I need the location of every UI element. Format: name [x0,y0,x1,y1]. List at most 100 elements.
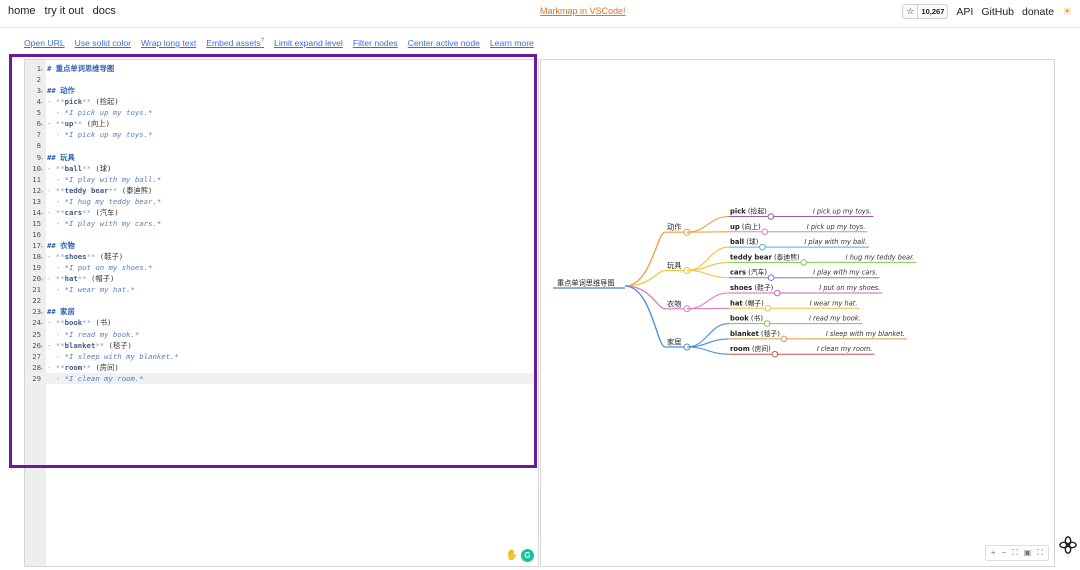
grammarly-icon[interactable]: G [521,549,534,562]
fold-chevron-icon[interactable]: ⌄ [40,341,44,349]
editor-line[interactable]: 6⌄- **up** (向上) [25,118,538,129]
center-node-button[interactable]: Center active node [407,38,480,48]
zoom-out-button[interactable]: − [1001,548,1007,557]
leaf-sentence[interactable]: I put on my shoes. [819,284,880,292]
leaf-sentence[interactable]: I pick up my toys. [813,208,872,216]
assistant-flower-icon[interactable] [1059,536,1077,554]
fullscreen-button[interactable]: ⛶ [1037,548,1043,557]
leaf-sentence[interactable]: I sleep with my blanket. [826,330,905,338]
editor-line[interactable]: 24⌄- **book** (书) [25,317,538,328]
editor-line[interactable]: 10⌄- **ball** (球) [25,163,538,174]
editor-line[interactable]: 29 - *I clean my room.* [25,372,538,384]
editor-line[interactable]: 27 - *I sleep with my blanket.* [25,351,538,362]
leaf-sentence[interactable]: I wear my hat. [810,299,858,307]
leaf-word[interactable]: shoes (鞋子) [730,283,774,292]
fold-chevron-icon[interactable]: ⌄ [40,153,44,161]
vscode-promo-link[interactable]: Markmap in VSCode! [540,6,626,16]
solid-color-toggle[interactable]: Use solid color [74,38,131,48]
editor-line[interactable]: 9⌄## 玩具 [25,152,538,163]
fold-chevron-icon[interactable]: ⌄ [40,308,44,316]
embed-assets-toggle[interactable]: Embed assets? [206,38,264,48]
mindmap-preview[interactable]: 重点单词思维导图 动作 pick (捡起) I pick up my toys. up … [540,59,1055,567]
editor-line[interactable]: 7 - *I pick up my toys.* [25,129,538,140]
editor-line[interactable]: 15 - *I play with my cars.* [25,218,538,229]
editor-line[interactable]: 14⌄- **cars** (汽车) [25,207,538,218]
editor-line[interactable]: 5 - *I pick up my toys.* [25,107,538,118]
leaf-word[interactable]: hat (帽子) [730,298,764,307]
theme-toggle-icon[interactable]: ☀ [1062,6,1072,18]
mindmap-group-label[interactable]: 衣物 [667,299,681,308]
editor-line[interactable]: 22 [25,295,538,306]
editor-line[interactable]: 16 [25,229,538,240]
leaf-sentence[interactable]: I clean my room. [817,345,873,353]
fold-chevron-icon[interactable]: ⌄ [40,363,44,371]
fold-chevron-icon[interactable]: ⌄ [40,253,44,261]
editor-line[interactable]: 26⌄- **blanket** (毯子) [25,340,538,351]
leaf-node-circle[interactable] [767,213,775,220]
editor-line[interactable]: 25 - *I read my book.* [25,329,538,340]
nav-home-link[interactable]: home [8,5,36,17]
fold-chevron-icon[interactable]: ⌄ [40,319,44,327]
open-url-button[interactable]: Open URL [24,38,65,48]
mindmap-svg[interactable]: 重点单词思维导图 动作 pick (捡起) I pick up my toys. up … [541,60,1056,568]
mindmap-group-label[interactable]: 家居 [667,338,681,347]
fold-chevron-icon[interactable]: ⌄ [40,87,44,95]
editor-line[interactable]: 13 - *I hug my teddy bear.* [25,196,538,207]
editor-line[interactable]: 12⌄- **teddy bear** (泰迪熊) [25,185,538,196]
leaf-word[interactable]: cars (汽车) [730,268,767,277]
leaf-word[interactable]: blanket (毯子) [730,329,780,338]
leaf-node-circle[interactable] [771,350,779,358]
leaf-word[interactable]: room (房间) [730,344,771,353]
mindmap-group-label[interactable]: 动作 [667,223,681,232]
leaf-node-circle[interactable] [759,243,766,251]
toggle-button[interactable]: ▣ [1023,548,1032,557]
editor-line[interactable]: 4⌄- **pick** (捡起) [25,96,538,107]
leaf-node-circle[interactable] [763,320,771,327]
leaf-node-circle[interactable] [780,335,788,343]
leaf-node-circle[interactable] [767,274,775,281]
editor-line[interactable]: 17⌄## 衣物 [25,240,538,251]
leaf-word[interactable]: pick (捡起) [730,207,767,216]
leaf-word[interactable]: book (书) [730,314,763,323]
github-star-badge[interactable]: ☆ 10,267 [902,4,949,19]
fold-chevron-icon[interactable]: ⌄ [40,275,44,283]
editor-line[interactable]: 28⌄- **room** (房间) [25,362,538,373]
fold-chevron-icon[interactable]: ⌄ [40,120,44,128]
leaf-word[interactable]: teddy bear (泰迪熊) [730,252,800,261]
editor-line[interactable]: 8 [25,140,538,151]
nav-try-link[interactable]: try it out [44,5,84,17]
leaf-node-circle[interactable] [800,259,807,266]
editor-line[interactable]: 21 - *I wear my hat.* [25,284,538,295]
leaf-sentence[interactable]: I pick up my toys. [807,223,866,231]
limit-expand-button[interactable]: Limit expand level [274,38,343,48]
leaf-word[interactable]: ball (球) [730,237,759,246]
nav-api-link[interactable]: API [956,5,974,18]
editor-line[interactable]: 3⌄## 动作 [25,85,538,96]
mindmap-root-label[interactable]: 重点单词思维导图 [557,279,615,288]
editor-line[interactable]: 11 - *I play with my ball.* [25,174,538,185]
nav-docs-link[interactable]: docs [92,5,116,17]
editor-line[interactable]: 23⌄## 家居 [25,306,538,317]
fold-chevron-icon[interactable]: ⌄ [40,164,44,172]
fold-chevron-icon[interactable]: ⌄ [40,65,44,72]
nav-github-link[interactable]: GitHub [981,5,1014,18]
learn-more-link[interactable]: Learn more [489,38,534,48]
zoom-in-button[interactable]: + [990,548,996,557]
leaf-sentence[interactable]: I play with my cars. [813,269,878,277]
nav-donate-link[interactable]: donate [1022,5,1055,18]
leaf-sentence[interactable]: I read my book. [809,315,861,323]
fit-button[interactable]: ⛶ [1012,548,1018,557]
fold-chevron-icon[interactable]: ⌄ [40,186,44,194]
editor-line[interactable]: 18⌄- **shoes** (鞋子) [25,251,538,262]
leaf-node-circle[interactable] [764,305,772,312]
leaf-node-circle[interactable] [773,289,781,297]
mindmap-group-label[interactable]: 玩具 [667,261,681,270]
fold-chevron-icon[interactable]: ⌄ [40,242,44,249]
editor-line[interactable]: 1⌄# 重点单词思维导图 [25,63,538,74]
leaf-word[interactable]: up (向上) [730,222,761,231]
leaf-sentence[interactable]: I hug my teddy bear. [846,253,915,261]
fold-chevron-icon[interactable]: ⌄ [40,98,44,106]
editor-line[interactable]: 19 - *I put on my shoes.* [25,262,538,273]
